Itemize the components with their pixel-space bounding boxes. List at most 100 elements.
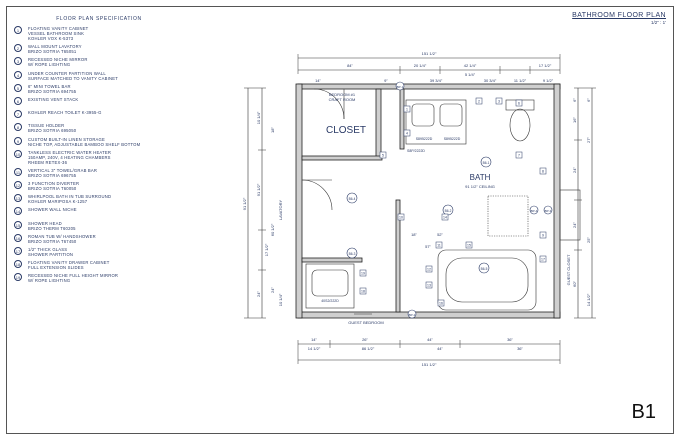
dim-bot-c: 44" <box>427 337 433 342</box>
west-wall <box>295 83 303 319</box>
spec-item-line: RECESSED NICHE FULL HEIGHT MIRROR <box>28 273 119 279</box>
bath-label: BATH <box>470 173 491 182</box>
east-wall <box>553 83 561 319</box>
spec-item-line: BRIZO SOTRIA 695050 <box>28 128 77 134</box>
dim-right-h: 14 1/2" <box>586 293 591 306</box>
dim-left-b: 91 1/2" <box>256 183 261 196</box>
tub-wall <box>395 199 401 313</box>
shower-drain-area <box>487 195 529 237</box>
spec-item-line: UNDER COUNTER PARTITION WALL <box>28 70 106 76</box>
spec-item-line: 6" MINI TOWEL BAR <box>28 83 71 89</box>
callout-3: 3 <box>498 100 500 104</box>
callout-10: 10 <box>399 216 403 220</box>
spec-item-line: FLOATING VANITY CABINET <box>28 26 89 31</box>
dim-bot-a: 14" <box>311 337 317 342</box>
elevation-marker-b6-1: B6-1 <box>483 161 490 165</box>
dim-right-i: 6" <box>586 98 591 102</box>
spec-item-number: 16 <box>14 233 22 242</box>
spec-item-number: 17 <box>14 247 22 255</box>
elevation-marker-bp-2: BP-2 <box>409 313 416 317</box>
dim-mid-a: 57" <box>425 244 431 249</box>
dim-mid-b: 52" <box>437 232 443 237</box>
dim-top-i: 9" <box>384 78 388 83</box>
spec-item-line: WALL MOUNT LAVATORY <box>28 44 82 50</box>
spec-item-line: 3 FUNCTION DIVERTER <box>28 181 80 187</box>
dim-top-b: 42 1/4" <box>464 63 477 68</box>
spec-item-line: ROMAN TUB W/ HANDSHOWER <box>28 233 96 239</box>
drawing-sheet-border <box>6 6 674 434</box>
sheet-title: BATHROOM FLOOR PLAN <box>572 12 666 19</box>
dim-bot-f: 86 1/2" <box>362 346 375 351</box>
spec-item-number: 12 <box>14 181 22 190</box>
dim-top-h: 14" <box>315 78 321 83</box>
dim-top-g: 11 1/2" <box>514 78 527 83</box>
spec-item-number: 11 <box>14 167 22 176</box>
spec-item-line: RECESSED NICHE MIRROR <box>28 57 88 63</box>
spec-item-line: BRIZO SOTRIA 694755 <box>28 88 77 94</box>
north-wall <box>297 83 561 90</box>
spec-item-line: TANKLESS ELECTRIC WATER HEATER <box>28 149 112 155</box>
dim-bot-g: 44" <box>437 346 443 351</box>
bedroom-label-2: CRAFT ROOM <box>329 97 356 102</box>
spec-item-line: SHOWER PARTITION <box>28 252 74 257</box>
callout-6: 6 <box>518 102 520 106</box>
dim-right-d: 24" <box>572 221 577 227</box>
south-wall <box>297 311 561 319</box>
dim-bot-b: 26" <box>362 337 368 342</box>
dim-left-overall: 91 1/2" <box>242 197 247 210</box>
callout-2: 2 <box>478 100 480 104</box>
elevation-marker-b6-4: B6-4 <box>349 197 356 201</box>
spec-item-number: 19 <box>14 273 22 282</box>
title-block: BATHROOM FLOOR PLAN 1/2" : 1' <box>572 12 666 25</box>
callout-13: 13 <box>427 284 431 288</box>
dim-left-f: 60 1/2" <box>270 223 275 236</box>
elevation-marker-bp-1: BP-1 <box>397 85 404 89</box>
dim-top-e: 39 3/4" <box>430 78 443 83</box>
elevation-marker-bp-3: BP-3 <box>545 209 552 213</box>
spec-item-line: NICHE TOP, ADJUSTABLE BAMBOO SHELF BOTTO… <box>28 141 141 147</box>
spec-item-number: 4 <box>14 70 22 79</box>
dim-bot-h: 36" <box>517 346 523 351</box>
spec-item-line: WHIRLPOOL BATH IN TUB SURROUND <box>28 194 112 200</box>
dim-left-e: 18" <box>270 126 275 132</box>
dim-top-d: 5 1/4" <box>465 72 476 77</box>
spec-item-number: 10 <box>14 149 22 158</box>
guest-bedroom-label: GUEST BEDROOM <box>348 320 384 325</box>
spec-item-line: VESSEL BATHROOM SINK <box>28 31 85 36</box>
dim-top-c: 17 1/2" <box>539 63 552 68</box>
callout-19: 19 <box>361 272 365 276</box>
closet-label: CLOSET <box>326 125 366 136</box>
spec-item-line: KOHLER VOX K-5373 <box>28 36 74 41</box>
sheet-scale: 1/2" : 1' <box>651 20 666 25</box>
spec-item-line: BRIZO SOTRIA T65051 <box>28 49 77 55</box>
dim-right-c: 24" <box>572 166 577 172</box>
callout-4: 4 <box>406 132 408 136</box>
dim-mid-c: 18" <box>411 232 417 237</box>
dim-left-c: 17 1/2" <box>264 243 269 256</box>
spec-item-number: 13 <box>14 194 22 203</box>
sink-callout-2: S895222D <box>444 137 461 141</box>
spec-item-number: 14 <box>14 207 22 216</box>
elevation-marker-bp-4: BP-4 <box>531 209 538 213</box>
dim-top-overall: 151 1/2" <box>422 51 437 56</box>
spec-item-line: BRIZO SOTRIA T67450 <box>28 238 77 244</box>
spec-item-number: 15 <box>14 220 22 229</box>
vessel-sink-2 <box>439 103 463 127</box>
dim-left-g: 24" <box>270 286 275 292</box>
callout-16: 16 <box>439 302 443 306</box>
spec-item-line: W/ ROPE LIGHTING <box>28 62 71 68</box>
elevation-marker-b6-3: B6-3 <box>349 252 356 256</box>
vanity-cabinet <box>405 99 467 145</box>
lavatory-sink <box>311 269 349 297</box>
